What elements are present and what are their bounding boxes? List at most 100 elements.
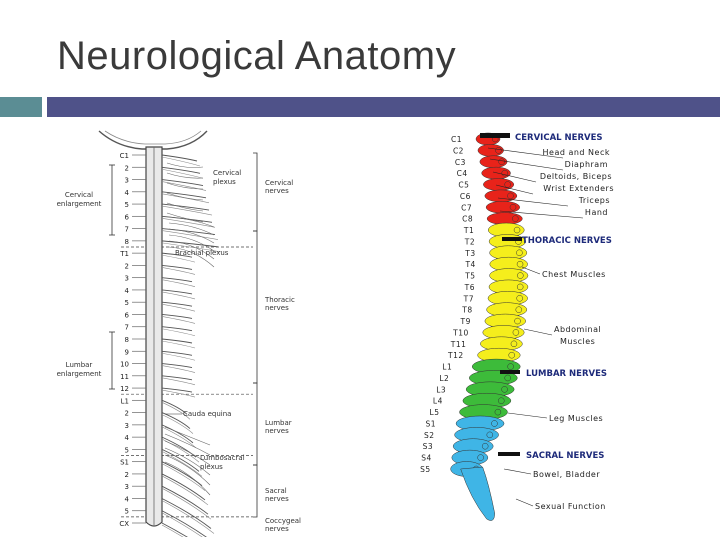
function-head-neck: Head and Neck bbox=[543, 148, 611, 157]
vertebra-process bbox=[514, 317, 521, 325]
svg-text:nerves: nerves bbox=[265, 187, 289, 195]
vertebra-level-label: T3 bbox=[464, 249, 475, 258]
vertebra-level-label: L2 bbox=[439, 374, 449, 383]
sacral-nerves-header: SACRAL NERVES bbox=[526, 451, 604, 461]
vertebra-process bbox=[509, 204, 517, 211]
spinal-nerve bbox=[161, 375, 193, 381]
vertebra-level-label: C7 bbox=[461, 203, 472, 212]
lumbosacral-plexus-branch bbox=[164, 461, 211, 496]
cervical-nerves-label: Cervical bbox=[265, 179, 293, 187]
cervical-marker bbox=[480, 133, 510, 138]
spinal-nerves bbox=[132, 154, 222, 537]
vertebra-level-label: C2 bbox=[453, 146, 464, 155]
accent-bar-left bbox=[0, 97, 42, 117]
vertebra-process bbox=[512, 215, 519, 222]
spinal-nerve bbox=[161, 314, 193, 319]
level-label: 2 bbox=[125, 410, 129, 418]
vertebra-process bbox=[477, 454, 484, 461]
brachial-plexus-branch bbox=[168, 234, 215, 252]
spinal-nerve-branch bbox=[161, 316, 196, 324]
level-label: 9 bbox=[125, 348, 129, 356]
vertebra-process bbox=[517, 272, 524, 279]
skull-base bbox=[98, 130, 208, 150]
spinal-nerve bbox=[161, 277, 193, 283]
vertebra-level-labels: C1C2C3C4C5C6C7C8T1T2T3T4T5T6T7T8T9T10T11… bbox=[420, 135, 475, 474]
thoracic-nerves-label: Thoracic bbox=[264, 296, 295, 304]
vertebra-level-label: C4 bbox=[457, 169, 468, 178]
function-leg-muscles: Leg Muscles bbox=[549, 414, 603, 423]
spinal-nerve-branch bbox=[161, 463, 206, 491]
spinal-nerve bbox=[161, 350, 193, 356]
vertebra-level-label: T4 bbox=[464, 260, 475, 269]
spinal-nerve bbox=[161, 179, 204, 186]
brachial-plexus-branch bbox=[168, 216, 215, 228]
thoracic-marker bbox=[502, 237, 522, 241]
brachial-plexus-branch bbox=[168, 228, 215, 244]
spinal-nerve bbox=[161, 436, 197, 458]
function-chest-muscles: Chest Muscles bbox=[542, 270, 606, 279]
spinal-nerve-branch bbox=[161, 451, 203, 477]
level-label: 5 bbox=[125, 299, 129, 307]
vertebra-process bbox=[516, 295, 523, 302]
spinal-nerve bbox=[161, 252, 193, 258]
vertebra-level-label: T1 bbox=[463, 226, 474, 235]
vertebra-process bbox=[504, 181, 511, 188]
spinal-nerve-branch bbox=[161, 365, 196, 373]
function-diaphram: Diaphram bbox=[565, 160, 608, 169]
spinal-nerve-branch bbox=[161, 242, 222, 253]
level-label: L1 bbox=[121, 397, 129, 405]
vertebra-level-label: T6 bbox=[464, 283, 475, 292]
svg-text:plexus: plexus bbox=[200, 463, 223, 471]
cervical-enlargement-label: Cervical bbox=[65, 191, 93, 199]
brachial-plexus-branch bbox=[168, 222, 215, 236]
spinal-nerve-branch bbox=[161, 193, 210, 204]
spinal-nerve bbox=[161, 498, 212, 529]
brachial-plexus-branch bbox=[168, 246, 215, 268]
vertebra-process bbox=[516, 283, 524, 291]
brachial-plexus-branch bbox=[168, 240, 215, 260]
spinal-nerve bbox=[161, 448, 200, 472]
accent-bar-main bbox=[47, 97, 720, 117]
vertebra-level-label: S3 bbox=[423, 442, 434, 451]
lumbosacral-plexus-branch bbox=[164, 454, 211, 486]
vertebra-process bbox=[515, 306, 523, 313]
function-wrist-extenders: Wrist Extenders bbox=[543, 184, 614, 193]
cervical-plexus-branch bbox=[166, 182, 204, 190]
level-label: 5 bbox=[125, 508, 129, 516]
cauda-equina-label: Cauda equina bbox=[183, 410, 231, 418]
level-label: 6 bbox=[125, 311, 130, 319]
spinal-nerve-branch bbox=[161, 205, 213, 216]
level-label: C1 bbox=[120, 152, 129, 160]
cervical-plexus-branch bbox=[166, 212, 204, 223]
vertebra-process bbox=[507, 363, 514, 370]
vertebra-level-label: L4 bbox=[433, 397, 443, 406]
lumbosacral-plexus-branch bbox=[164, 433, 211, 456]
spinal-nerve bbox=[161, 228, 216, 236]
vertebra-level-label: S5 bbox=[420, 465, 431, 474]
svg-text:enlargement: enlargement bbox=[57, 200, 102, 208]
spinal-nerve-branch bbox=[161, 352, 196, 361]
vertebra-level-label: T2 bbox=[464, 237, 475, 246]
thoracic-nerves-header: THORACIC NERVES bbox=[522, 236, 612, 246]
vertebra-level-label: T9 bbox=[460, 317, 471, 326]
function-bowel-bladder: Bowel, Bladder bbox=[533, 470, 600, 479]
coccyx bbox=[460, 466, 495, 521]
vertebra-process bbox=[508, 351, 515, 359]
spinal-nerve bbox=[161, 289, 193, 295]
cervical-plexus-label: Cervical bbox=[213, 169, 241, 177]
spinal-nerve-branch bbox=[161, 389, 196, 398]
vertebra-level-label: T11 bbox=[450, 340, 467, 349]
function-deltoids-biceps: Deltoids, Biceps bbox=[540, 172, 612, 181]
lumbosacral-plexus-label: Lumbosacral bbox=[200, 454, 245, 462]
vertebra-process bbox=[507, 192, 514, 200]
spinal-nerve bbox=[161, 338, 193, 344]
lumbar-nerves-label: Lumbar bbox=[265, 419, 292, 427]
spinal-nerve-branch bbox=[161, 181, 207, 191]
spinal-nerve bbox=[161, 166, 201, 174]
vertebra-process bbox=[504, 374, 511, 382]
spinal-nerve bbox=[161, 510, 207, 537]
spinal-nerve-branch bbox=[161, 487, 212, 520]
level-label: 4 bbox=[125, 287, 130, 295]
spinal-nerve-branch bbox=[161, 524, 184, 537]
vertebra-process bbox=[498, 397, 505, 404]
